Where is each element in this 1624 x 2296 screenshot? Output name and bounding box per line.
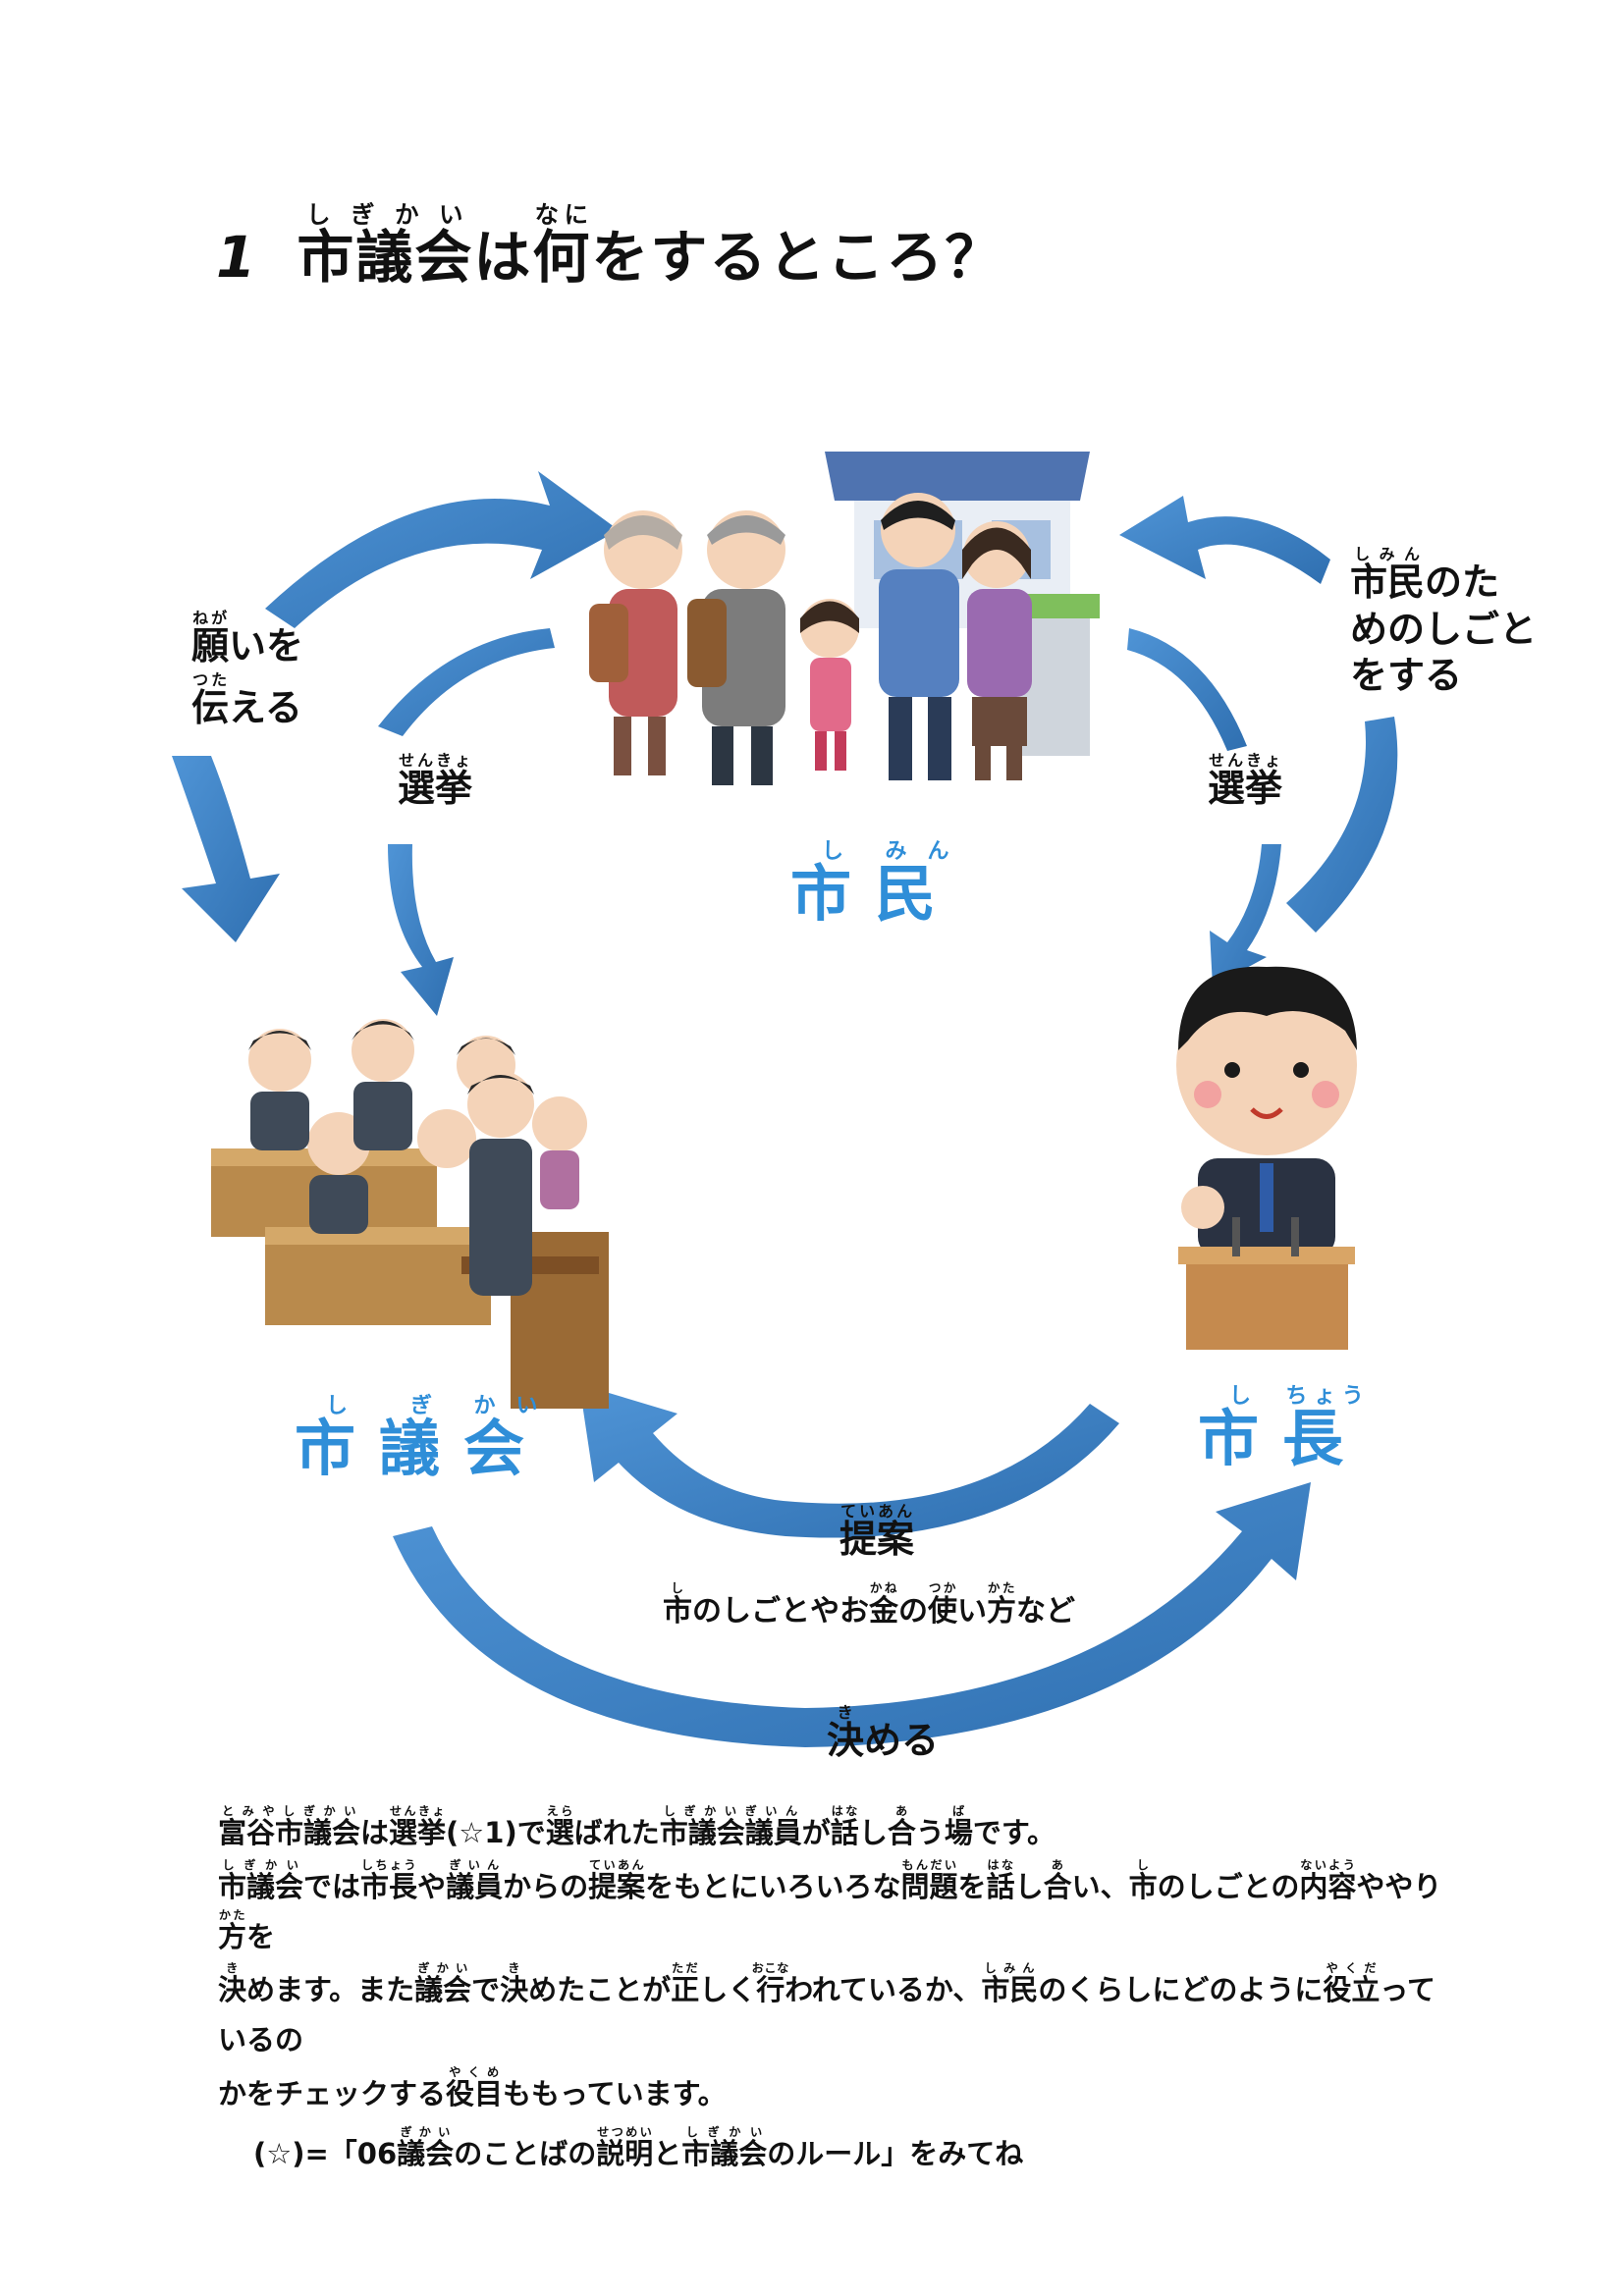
label-line: 市民しみんのた	[1350, 545, 1500, 604]
arrow-mayor-to-citizens	[1119, 496, 1330, 584]
arrow-election-right-upper	[1127, 628, 1247, 751]
label-wish: 願ねがいを伝つたえる	[191, 609, 303, 731]
arrow-council-to-citizens	[265, 471, 619, 628]
node-citizens-label: 市し民みん	[790, 839, 960, 930]
paragraph-line-3: 決きめます。また議会ぎかいで決きめたことが正ただしく行おこなわれているか、市民し…	[218, 1961, 1435, 2056]
label-line: めのしごと	[1350, 607, 1538, 651]
mayor-illustration	[1176, 966, 1357, 1350]
label-line: 願ねがいを	[191, 609, 304, 667]
arrow-election-left-upper	[378, 628, 555, 736]
label-proposal-detail: 市しのしごとやお金かねの使つかい方かたなど	[663, 1580, 1075, 1629]
arrow-election-left	[388, 844, 454, 1016]
label-proposal: 提案ていあん	[839, 1502, 915, 1561]
arrow-decide	[393, 1482, 1311, 1747]
label-election-left: 選挙せんきょ	[398, 751, 473, 810]
citizens-illustration	[589, 452, 1100, 785]
arrow-work-for-citizens	[1286, 717, 1398, 933]
label-line: 伝つたえる	[191, 669, 302, 729]
label-work-for-citizens: 市民しみんのためのしごとをする	[1350, 545, 1537, 700]
page-title: 1 市議会しぎかいは何なにをするところ？	[216, 200, 1004, 294]
reference-note: (☆)=「06議会ぎかいのことばの説明せつめいと市議会しぎかいのルール」をみてね	[253, 2124, 1024, 2170]
council-illustration	[211, 1019, 609, 1409]
node-mayor-label: 市し長ちょう	[1198, 1384, 1368, 1474]
paragraph-line-4: かをチェックする役目やくめももっています。	[218, 2064, 727, 2110]
label-line: をする	[1350, 654, 1463, 697]
title-text: 市議会しぎかいは何なにをするところ？	[297, 200, 1004, 291]
paragraph-line-1: 富谷市議会とみやしぎかいは選挙せんきょ(☆1)で選えらばれた市議会議員しぎかいぎ…	[218, 1804, 1056, 1849]
arrow-wish-down	[172, 756, 280, 942]
arrow-election-right	[1210, 844, 1281, 987]
arrow-proposal	[579, 1384, 1119, 1538]
arrows	[172, 471, 1398, 1747]
title-number: 1	[216, 224, 258, 291]
paragraph-line-2: 市議会しぎかいでは市長しちょうや議員ぎいんからの提案ていあんをもとにいろいろな問…	[218, 1857, 1442, 1953]
explanation-paragraph: 富谷市議会とみやしぎかいは選挙せんきょ(☆1)で選えらばれた市議会議員しぎかいぎ…	[218, 1804, 1455, 2178]
node-council-label: 市し議ぎ会かい	[295, 1394, 549, 1484]
label-decide: 決きめる	[827, 1703, 940, 1762]
label-election-right: 選挙せんきょ	[1208, 751, 1283, 810]
